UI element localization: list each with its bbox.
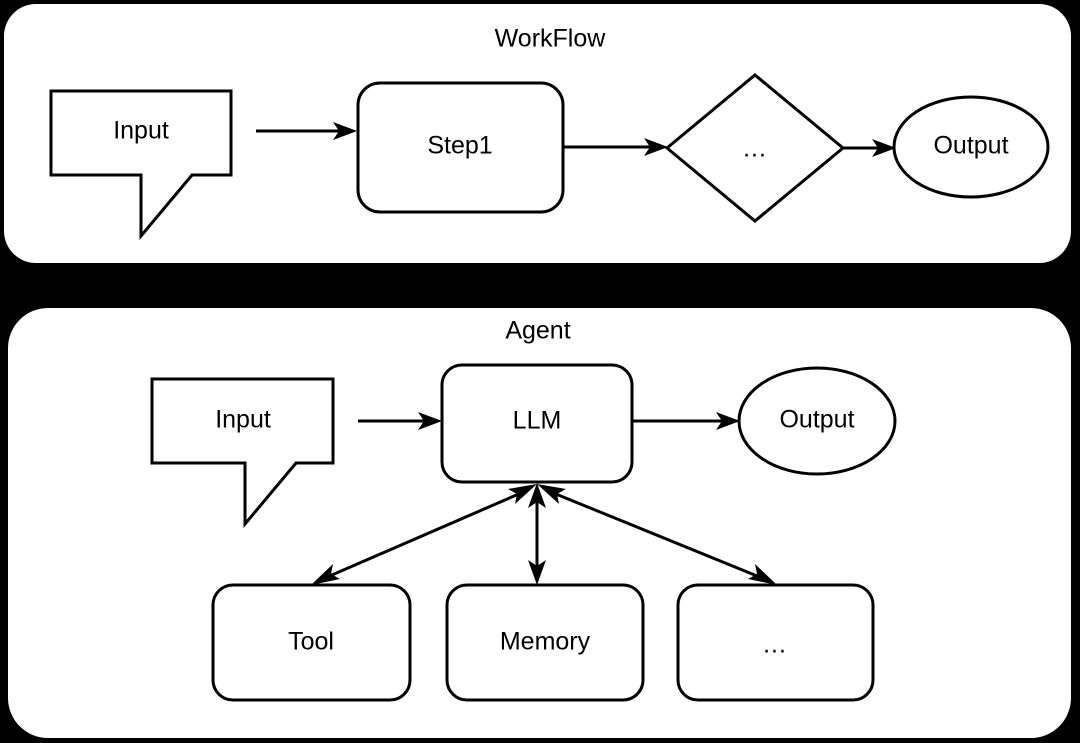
ag-edge-llm-to-tool [311,484,537,585]
ag-edge-llm-to-more [537,484,777,585]
arrowhead-icon [528,560,546,585]
wf-edge-input-to-step1 [256,122,357,140]
callout-shape [150,377,335,529]
rounded-rect-shape [676,583,875,702]
arrowhead-icon [644,138,668,156]
ag-node-tool[interactable]: Tool [211,583,412,702]
panel-agent: Agent Input LLM [8,308,1071,738]
arrowhead-icon [716,412,740,430]
arrowhead-icon [528,483,546,508]
edge-line [324,488,529,580]
ag-edge-input-to-llm [358,412,442,430]
ag-node-output[interactable]: Output [737,366,897,476]
ag-node-input[interactable]: Input [150,377,335,529]
arrowhead-icon [333,122,357,140]
arrowhead-icon [418,412,442,430]
edge-line [545,488,763,580]
ag-node-more[interactable]: ... [676,583,875,702]
callout-shape [49,89,233,241]
wf-input-label: Input [113,117,169,145]
ag-node-llm[interactable]: LLM [440,363,634,484]
ag-llm-label: LLM [513,407,562,435]
arrowhead-icon [748,564,777,585]
arrowhead-icon [537,484,566,504]
rounded-rect-shape [445,583,645,702]
ellipse-shape [737,366,897,476]
ag-output-label: Output [779,406,854,434]
ag-input-label: Input [215,406,271,434]
ag-edge-llm-to-output [632,412,740,430]
wf-edge-more-to-output [843,139,896,157]
wf-node-step1[interactable]: Step1 [356,81,565,214]
rounded-rect-shape [440,363,634,484]
wf-more-label: ... [743,135,767,163]
ellipse-shape [892,95,1050,199]
ag-more-label: ... [763,631,787,659]
arrowhead-icon [508,484,537,504]
ag-tool-label: Tool [288,628,334,656]
wf-output-label: Output [933,132,1008,160]
wf-node-output[interactable]: Output [892,95,1050,199]
ag-node-memory[interactable]: Memory [445,583,645,702]
ag-edge-llm-to-memory [528,483,546,585]
wf-edge-step1-to-more [563,138,668,156]
wf-node-more[interactable]: ... [664,73,846,223]
diamond-shape [664,73,846,223]
panel-workflow-title: WorkFlow [495,25,607,53]
panel-agent-title: Agent [505,317,570,345]
arrowhead-icon [872,139,896,157]
panel-workflow: WorkFlow Input Step1 [4,4,1071,263]
ag-memory-label: Memory [500,628,591,656]
arrowhead-icon [311,564,340,585]
wf-step1-label: Step1 [427,132,492,160]
wf-node-input[interactable]: Input [49,89,233,241]
rounded-rect-shape [211,583,412,702]
